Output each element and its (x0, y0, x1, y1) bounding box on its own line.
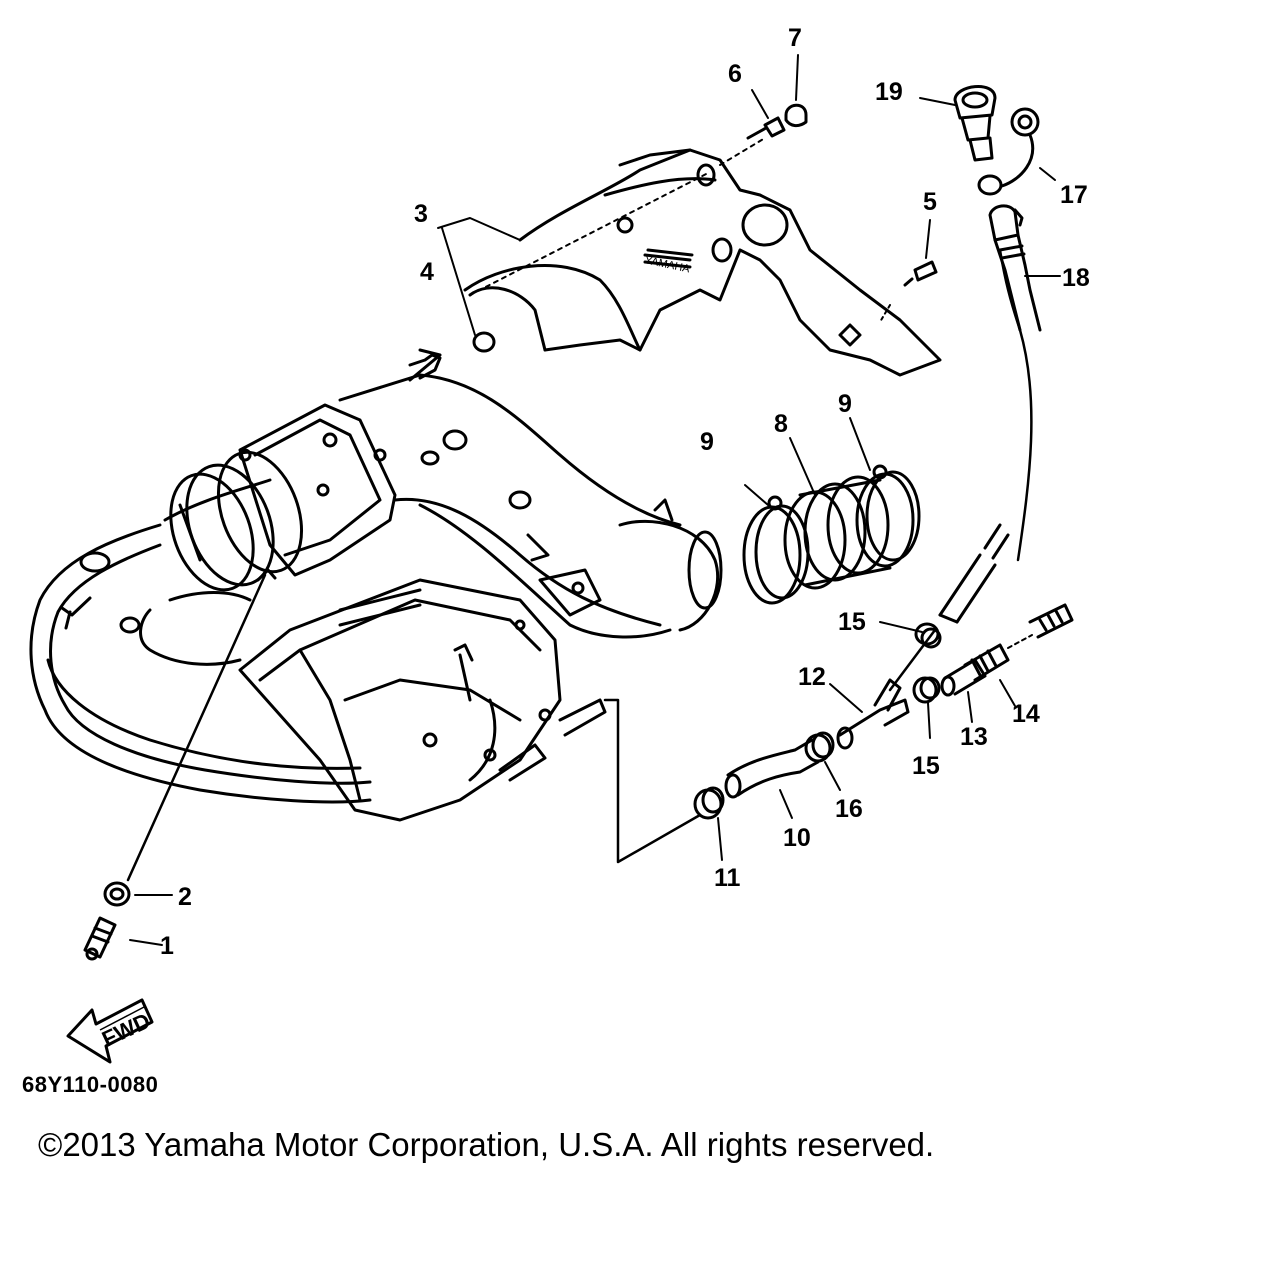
copyright-notice: ©2013 Yamaha Motor Corporation, U.S.A. A… (38, 1126, 935, 1163)
callout-12: 12 (798, 663, 826, 691)
nipple-14 (963, 603, 1074, 682)
drain-fitting (256, 568, 277, 582)
callout-4: 4 (420, 258, 434, 286)
callout-17: 17 (1060, 181, 1088, 209)
callout-6: 6 (728, 60, 742, 88)
stud (408, 353, 442, 380)
fwd-label: FWD (98, 1008, 154, 1052)
callout-5: 5 (923, 188, 937, 216)
bolt-6 (746, 116, 786, 140)
gasket-2 (103, 881, 131, 907)
callout-15-bottom: 15 (912, 752, 940, 780)
exhaust-pipe-body (29, 478, 372, 804)
o-ring-4 (472, 331, 496, 353)
callout-9-right: 9 (838, 390, 852, 418)
hose-10 (724, 738, 820, 799)
callout-numbers: 1 2 3 4 5 6 7 8 9 9 10 11 12 13 14 15 15… (160, 24, 1090, 960)
hose-route-line (998, 248, 1033, 562)
callout-19: 19 (875, 78, 903, 106)
assembly-line (469, 171, 711, 296)
filler-cap-19 (953, 84, 997, 162)
joint-hose-8 (783, 475, 892, 590)
pipe-outlet (618, 498, 723, 632)
assembly-line (888, 628, 937, 692)
hose-clamp-15b (912, 676, 941, 704)
hose-clamp-11 (693, 786, 725, 820)
callout-14: 14 (1012, 700, 1040, 728)
diagram-reference-code: 68Y110-0080 (22, 1072, 159, 1097)
bolt-5 (879, 260, 938, 323)
pipe-13 (940, 658, 987, 697)
hose-clamp-16 (804, 731, 835, 763)
forward-direction-arrow: FWD (66, 998, 154, 1064)
hose-clamp-9 (742, 495, 810, 605)
callout-18: 18 (1062, 264, 1090, 292)
callout-10: 10 (783, 824, 811, 852)
callout-3: 3 (414, 200, 428, 228)
callout-11: 11 (714, 864, 741, 892)
gasket-17 (977, 107, 1040, 196)
hose-18-upper (988, 204, 1042, 332)
leader-lines (129, 54, 1061, 946)
callout-7: 7 (788, 24, 802, 52)
y-joint-12 (836, 678, 910, 750)
callout-1: 1 (160, 932, 174, 960)
hose-18-lower (938, 523, 1010, 624)
hose-clamp-15a (914, 622, 942, 649)
water-lock-box (238, 578, 607, 822)
callout-2: 2 (178, 883, 192, 911)
cap-7 (784, 103, 808, 128)
drain-plug-1 (83, 916, 117, 961)
callout-8: 8 (774, 410, 788, 438)
leader-bracket (603, 698, 702, 864)
callout-15-top: 15 (838, 608, 866, 636)
pipe-coupling (169, 450, 304, 592)
exhaust-chamber (238, 403, 397, 577)
callout-9-left: 9 (700, 428, 714, 456)
assembly-line (719, 137, 766, 166)
hose-clamp-9b (855, 464, 921, 568)
callout-13: 13 (960, 723, 988, 751)
exhaust-cover (463, 148, 942, 377)
assembly-line (126, 573, 267, 882)
exhaust-upper-pipe (338, 348, 682, 639)
callout-16: 16 (835, 795, 863, 823)
